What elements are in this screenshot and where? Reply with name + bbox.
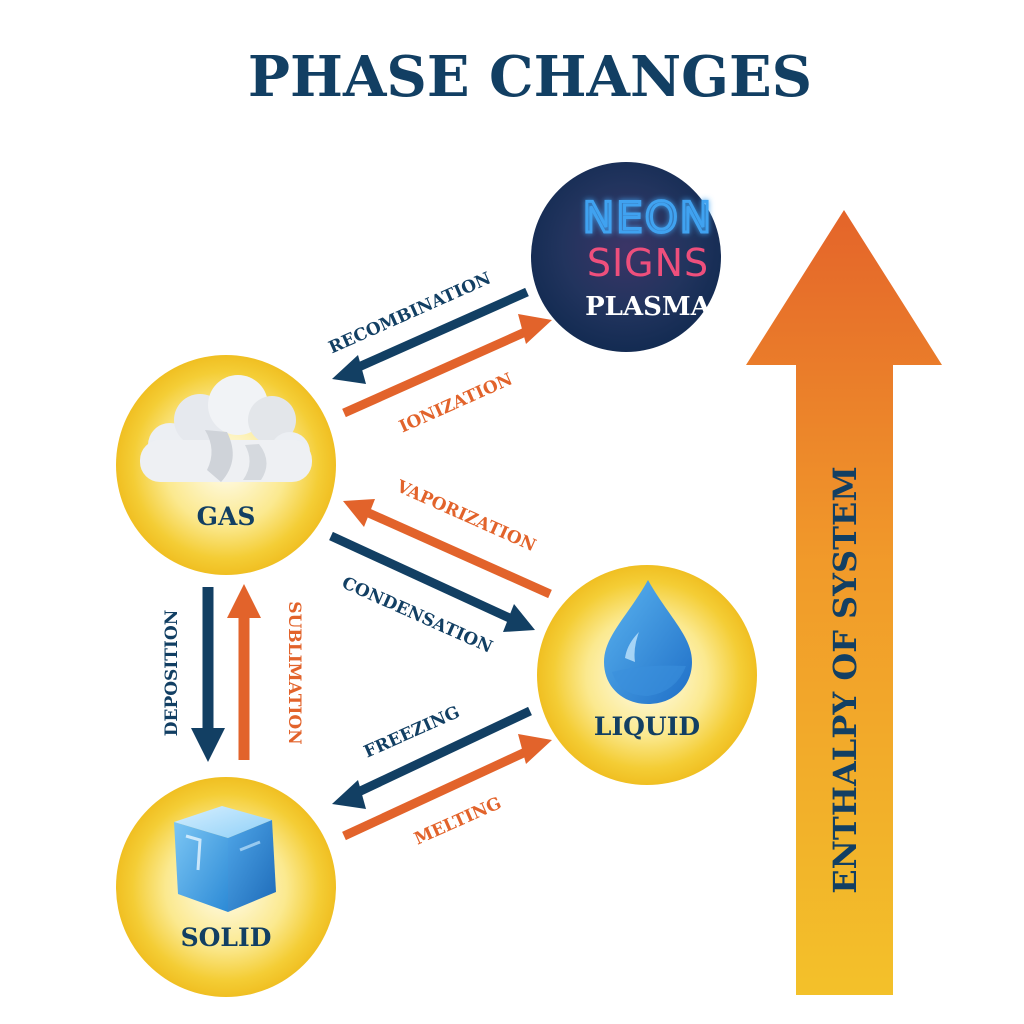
water-drop-icon xyxy=(604,580,692,704)
ionization-arrow xyxy=(342,314,552,418)
neon-sign-line1: NEON xyxy=(583,193,713,242)
ice-cube-icon xyxy=(174,806,276,912)
deposition-label: DEPOSITION xyxy=(162,610,182,736)
page-title: PHASE CHANGES xyxy=(248,44,812,110)
neon-sign-line2: SIGNS xyxy=(587,241,709,285)
gas-state: GAS xyxy=(116,355,336,575)
sublimation-label: SUBLIMATION xyxy=(284,601,304,744)
vaporization-label: VAPORIZATION xyxy=(392,476,538,556)
condensation-label: CONDENSATION xyxy=(339,573,496,657)
sublimation-arrow xyxy=(227,584,261,760)
recombination-arrow xyxy=(332,287,529,384)
melting-arrow xyxy=(342,734,552,841)
neon-sign-icon: NEON SIGNS xyxy=(581,192,713,286)
deposition-arrow xyxy=(191,587,225,762)
liquid-state: LIQUID xyxy=(537,565,757,785)
cloud-icon xyxy=(140,375,312,482)
enthalpy-label: ENTHALPY OF SYSTEM xyxy=(826,466,864,893)
gas-label: GAS xyxy=(197,502,256,531)
freezing-arrow xyxy=(332,706,532,809)
solid-label: SOLID xyxy=(181,923,272,952)
solid-state: SOLID xyxy=(116,777,336,997)
vaporization-arrow xyxy=(343,499,552,599)
plasma-state: NEON SIGNS PLASMA xyxy=(531,162,721,352)
plasma-label: PLASMA xyxy=(585,292,712,322)
enthalpy-arrow: ENTHALPY OF SYSTEM xyxy=(746,210,942,995)
condensation-arrow xyxy=(329,531,535,632)
liquid-label: LIQUID xyxy=(594,712,700,741)
